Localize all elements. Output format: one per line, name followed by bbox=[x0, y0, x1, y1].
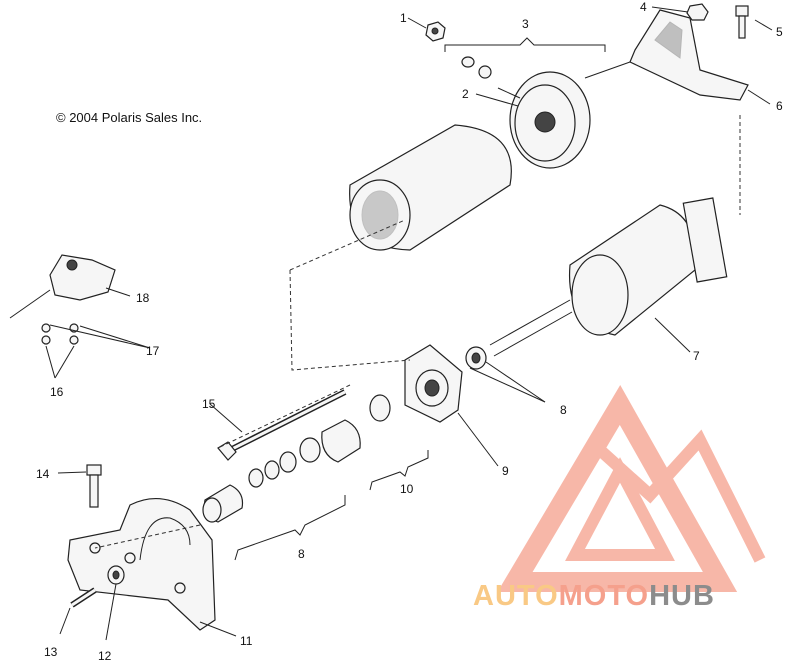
alignment-lines bbox=[94, 115, 741, 549]
callout-1: 1 bbox=[400, 11, 407, 25]
callout-7: 7 bbox=[693, 349, 700, 363]
part-15-through-bolt bbox=[217, 389, 347, 461]
copyright-notice: © 2004 Polaris Sales Inc. bbox=[56, 110, 203, 125]
leader-lines bbox=[45, 6, 773, 641]
callout-2: 2 bbox=[462, 87, 469, 101]
part-14-bolt bbox=[86, 464, 102, 508]
part-11-mount-bracket bbox=[67, 497, 216, 631]
part-4-nut bbox=[686, 3, 709, 21]
brace-8-bottom bbox=[234, 495, 346, 561]
part-9-end-plate bbox=[369, 344, 463, 423]
callout-14: 14 bbox=[36, 467, 50, 481]
callout-16: 16 bbox=[50, 385, 64, 399]
part-13-bolt bbox=[70, 587, 97, 608]
watermark-text: AUTOMOTOHUB bbox=[473, 580, 715, 613]
part-housing bbox=[349, 124, 512, 251]
part-18-solenoid bbox=[9, 254, 116, 319]
part-8-bushing bbox=[202, 484, 244, 523]
callout-5: 5 bbox=[776, 25, 783, 39]
part-6-bracket bbox=[629, 9, 749, 101]
watermark-text-part-2: HUB bbox=[649, 580, 715, 612]
watermark-text-segment: MOTO bbox=[558, 580, 650, 612]
callout-13: 13 bbox=[44, 645, 58, 659]
watermark-text-part-1: AUTOMOTO bbox=[473, 580, 649, 612]
callout-11: 11 bbox=[240, 634, 253, 648]
part-3-hardware bbox=[461, 56, 492, 79]
callout-4: 4 bbox=[640, 0, 647, 14]
brace-10 bbox=[369, 450, 429, 491]
part-2-end-cap bbox=[497, 61, 631, 169]
callout-8-top: 8 bbox=[560, 403, 567, 417]
watermark-text-segment: AUTO bbox=[473, 580, 559, 612]
part-8-bearing bbox=[465, 346, 487, 370]
part-12-washer bbox=[107, 565, 125, 585]
part-10-pinion bbox=[248, 419, 361, 488]
part-1-nut bbox=[425, 21, 446, 42]
watermark-logo-mark bbox=[497, 385, 766, 592]
brace-3 bbox=[444, 37, 606, 52]
callout-10: 10 bbox=[400, 482, 414, 496]
part-5-bolt bbox=[735, 5, 749, 39]
part-7-armature bbox=[489, 197, 728, 357]
callout-8-bottom: 8 bbox=[298, 547, 305, 561]
callout-6: 6 bbox=[776, 99, 783, 113]
callout-17: 17 bbox=[146, 344, 160, 358]
callout-3: 3 bbox=[522, 17, 529, 31]
callout-12: 12 bbox=[98, 649, 112, 662]
callout-18: 18 bbox=[136, 291, 150, 305]
callout-9: 9 bbox=[502, 464, 509, 478]
callout-15: 15 bbox=[202, 397, 216, 411]
